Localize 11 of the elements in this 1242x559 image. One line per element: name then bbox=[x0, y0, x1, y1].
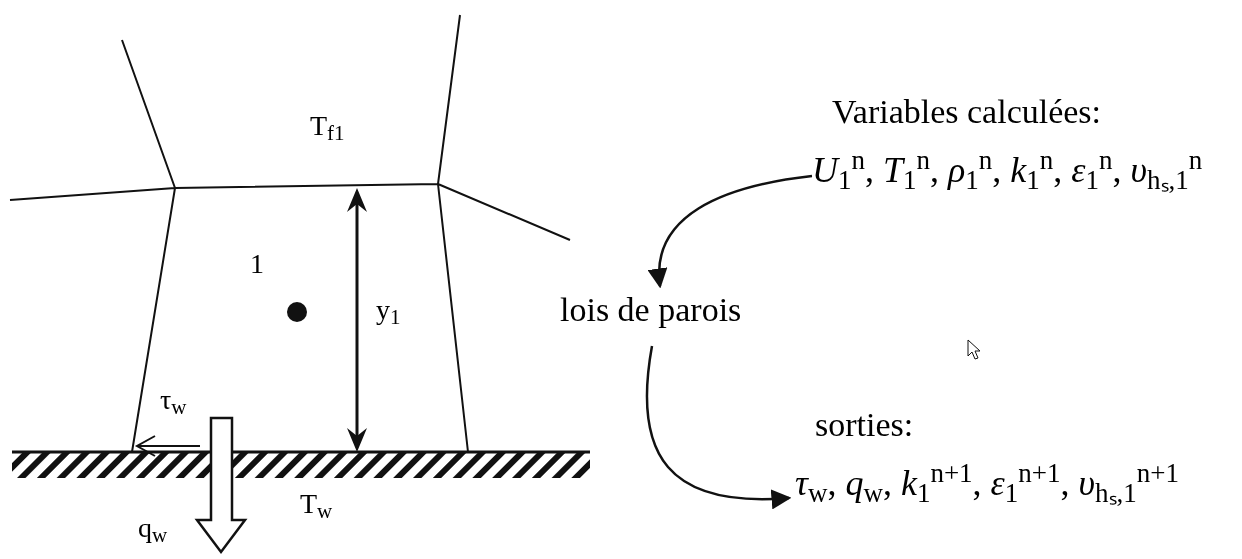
symbol-label: q$_{w}$ bbox=[138, 512, 168, 544]
heading-text: Variables calculées: bbox=[831, 92, 1102, 132]
curved-arrow bbox=[649, 174, 813, 289]
symbol-label: y$_{1}$ bbox=[376, 294, 401, 326]
curved-arrow bbox=[645, 345, 792, 509]
heading-text: lois de parois bbox=[560, 290, 742, 330]
symbol-label: 1 bbox=[250, 248, 264, 280]
symbol-label: T$_{f1}$ bbox=[310, 110, 345, 142]
heading-text: sorties: bbox=[814, 405, 914, 445]
symbol-label: τ$_{w}$ bbox=[160, 384, 187, 416]
symbol-label: T$_{w}$ bbox=[300, 488, 333, 520]
